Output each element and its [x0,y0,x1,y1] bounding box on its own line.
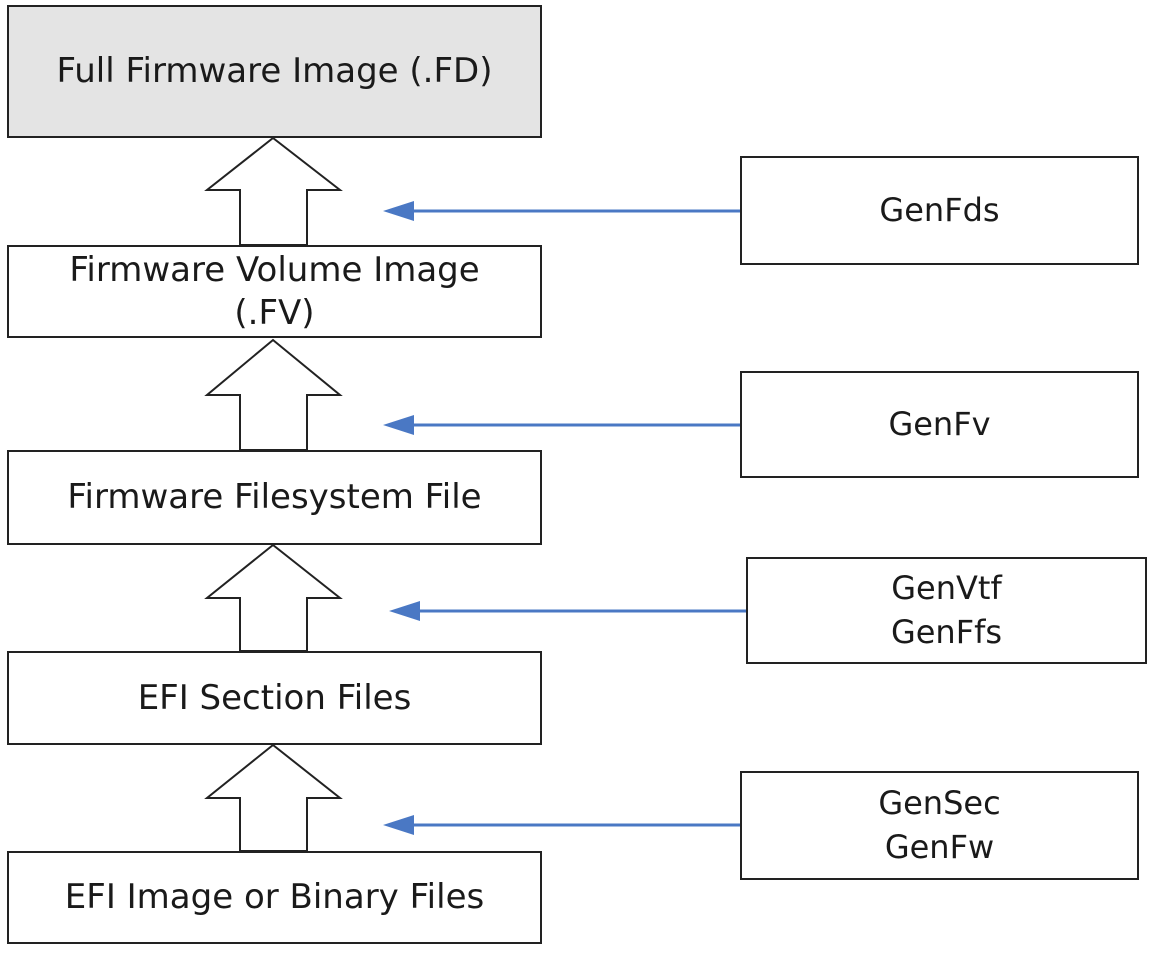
tool-genvtf-genffs: GenVtf GenFfs [746,557,1147,664]
up-arrow-image-to-section [204,743,343,852]
tool-genfv: GenFv [740,371,1139,478]
tool-gensec-genfw: GenSec GenFw [740,771,1139,880]
stage-label: Firmware Volume Image (.FV) [69,250,480,333]
stage-firmware-volume-image: Firmware Volume Image (.FV) [7,245,542,338]
connector-head-gensec-genfw [383,815,414,835]
stage-label: Firmware Filesystem File [67,477,482,518]
tool-label: GenFv [888,404,991,443]
stage-firmware-filesystem-file: Firmware Filesystem File [7,450,542,545]
connector-head-genfds [383,201,414,221]
stage-efi-section-files: EFI Section Files [7,651,542,745]
stage-label: EFI Section Files [137,677,412,718]
stage-efi-image-or-binary-files: EFI Image or Binary Files [7,851,542,944]
up-arrow-ffs-to-volume [204,338,343,451]
connector-head-genvtf-genffs [389,601,420,621]
stage-label: Full Firmware Image (.FD) [56,51,493,92]
connector-head-genfv [383,415,414,435]
tool-genfds: GenFds [740,156,1139,265]
stage-label: EFI Image or Binary Files [64,877,485,918]
up-arrow-volume-to-fd [204,136,343,246]
tool-label: GenVtf GenFfs [890,569,1003,651]
tool-label: GenFds [879,190,1000,229]
stage-full-firmware-image: Full Firmware Image (.FD) [7,5,542,138]
up-arrow-section-to-ffs [204,543,343,652]
tool-label: GenSec GenFw [878,784,1001,866]
